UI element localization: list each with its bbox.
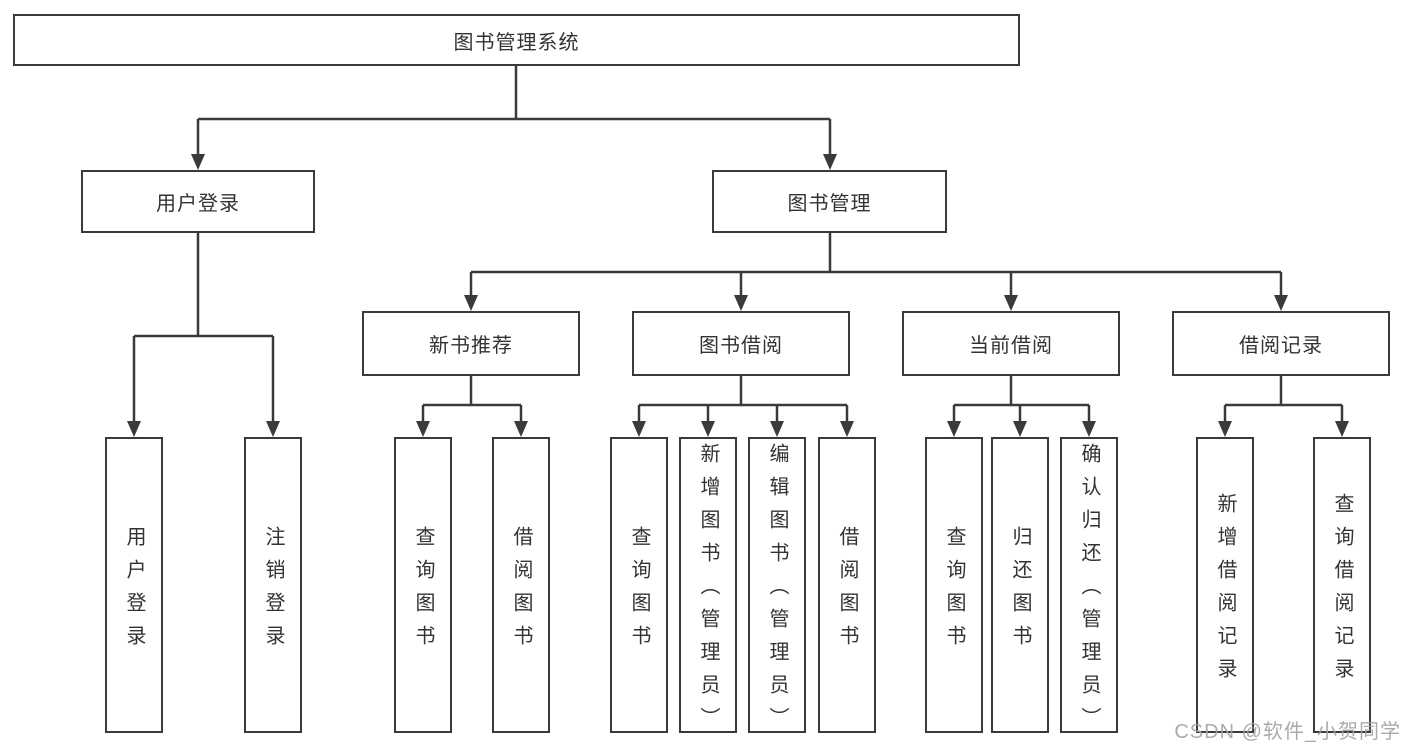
- node-leaf-query-book-3: 查询图书: [925, 437, 983, 733]
- node-label-leaf-confirm-return: 确认归还（管理员）: [1078, 443, 1100, 740]
- node-root: 图书管理系统: [13, 14, 1020, 66]
- node-label-leaf-user-login: 用户登录: [123, 525, 145, 658]
- arrowhead-icon: [1082, 421, 1096, 437]
- arrowhead-icon: [1013, 421, 1027, 437]
- arrowhead-icon: [1274, 295, 1288, 311]
- arrowhead-icon: [1004, 295, 1018, 311]
- arrowhead-icon: [127, 421, 141, 437]
- node-new-book-recommend: 新书推荐: [362, 311, 580, 376]
- node-label-leaf-return-book: 归还图书: [1009, 525, 1031, 658]
- arrowhead-icon: [947, 421, 961, 437]
- node-leaf-return-book: 归还图书: [991, 437, 1049, 733]
- arrowhead-icon: [770, 421, 784, 437]
- node-borrowing-records: 借阅记录: [1172, 311, 1390, 376]
- node-label-leaf-query-book-2: 查询图书: [628, 525, 650, 658]
- node-label-root: 图书管理系统: [453, 31, 580, 54]
- arrowhead-icon: [1335, 421, 1349, 437]
- arrowhead-icon: [632, 421, 646, 437]
- node-label-book-borrowing: 图书借阅: [699, 335, 783, 357]
- arrowhead-icon: [701, 421, 715, 437]
- node-current-borrowing: 当前借阅: [902, 311, 1120, 376]
- arrowhead-icon: [266, 421, 280, 437]
- node-label-leaf-query-book-3: 查询图书: [943, 525, 965, 658]
- arrowhead-icon: [416, 421, 430, 437]
- watermark-text: CSDN @软件_小贺同学: [1174, 721, 1401, 743]
- node-book-management: 图书管理: [712, 170, 947, 233]
- node-label-book-management: 图书管理: [787, 193, 872, 215]
- node-leaf-logout: 注销登录: [244, 437, 302, 733]
- node-label-leaf-borrow-book-2: 借阅图书: [836, 525, 858, 658]
- node-book-borrowing: 图书借阅: [632, 311, 850, 376]
- node-label-borrowing-records: 借阅记录: [1239, 335, 1323, 357]
- node-label-leaf-add-record: 新增借阅记录: [1214, 492, 1236, 691]
- arrowhead-icon: [734, 295, 748, 311]
- arrowhead-icon: [840, 421, 854, 437]
- node-label-leaf-add-book: 新增图书（管理员）: [697, 443, 719, 740]
- node-label-leaf-edit-book: 编辑图书（管理员）: [766, 443, 788, 740]
- arrowhead-icon: [1218, 421, 1232, 437]
- node-leaf-query-record: 查询借阅记录: [1313, 437, 1371, 733]
- node-leaf-confirm-return: 确认归还（管理员）: [1060, 437, 1118, 740]
- node-label-leaf-borrow-book-1: 借阅图书: [510, 525, 532, 658]
- node-leaf-borrow-book-2: 借阅图书: [818, 437, 876, 733]
- node-leaf-query-book-1: 查询图书: [394, 437, 452, 733]
- node-label-user-login: 用户登录: [156, 193, 240, 215]
- node-leaf-add-record: 新增借阅记录: [1196, 437, 1254, 733]
- node-leaf-edit-book: 编辑图书（管理员）: [748, 437, 806, 740]
- arrowhead-icon: [191, 154, 205, 170]
- node-user-login: 用户登录: [81, 170, 315, 233]
- node-leaf-user-login: 用户登录: [105, 437, 163, 733]
- arrowhead-icon: [464, 295, 478, 311]
- node-label-new-book-recommend: 新书推荐: [429, 335, 513, 357]
- node-leaf-borrow-book-1: 借阅图书: [492, 437, 550, 733]
- arrowhead-icon: [514, 421, 528, 437]
- node-label-leaf-query-book-1: 查询图书: [412, 525, 434, 658]
- arrowhead-icon: [823, 154, 837, 170]
- node-label-leaf-query-record: 查询借阅记录: [1331, 492, 1353, 691]
- node-label-leaf-logout: 注销登录: [262, 525, 284, 658]
- node-leaf-add-book: 新增图书（管理员）: [679, 437, 737, 740]
- node-label-current-borrowing: 当前借阅: [969, 335, 1053, 357]
- node-leaf-query-book-2: 查询图书: [610, 437, 668, 733]
